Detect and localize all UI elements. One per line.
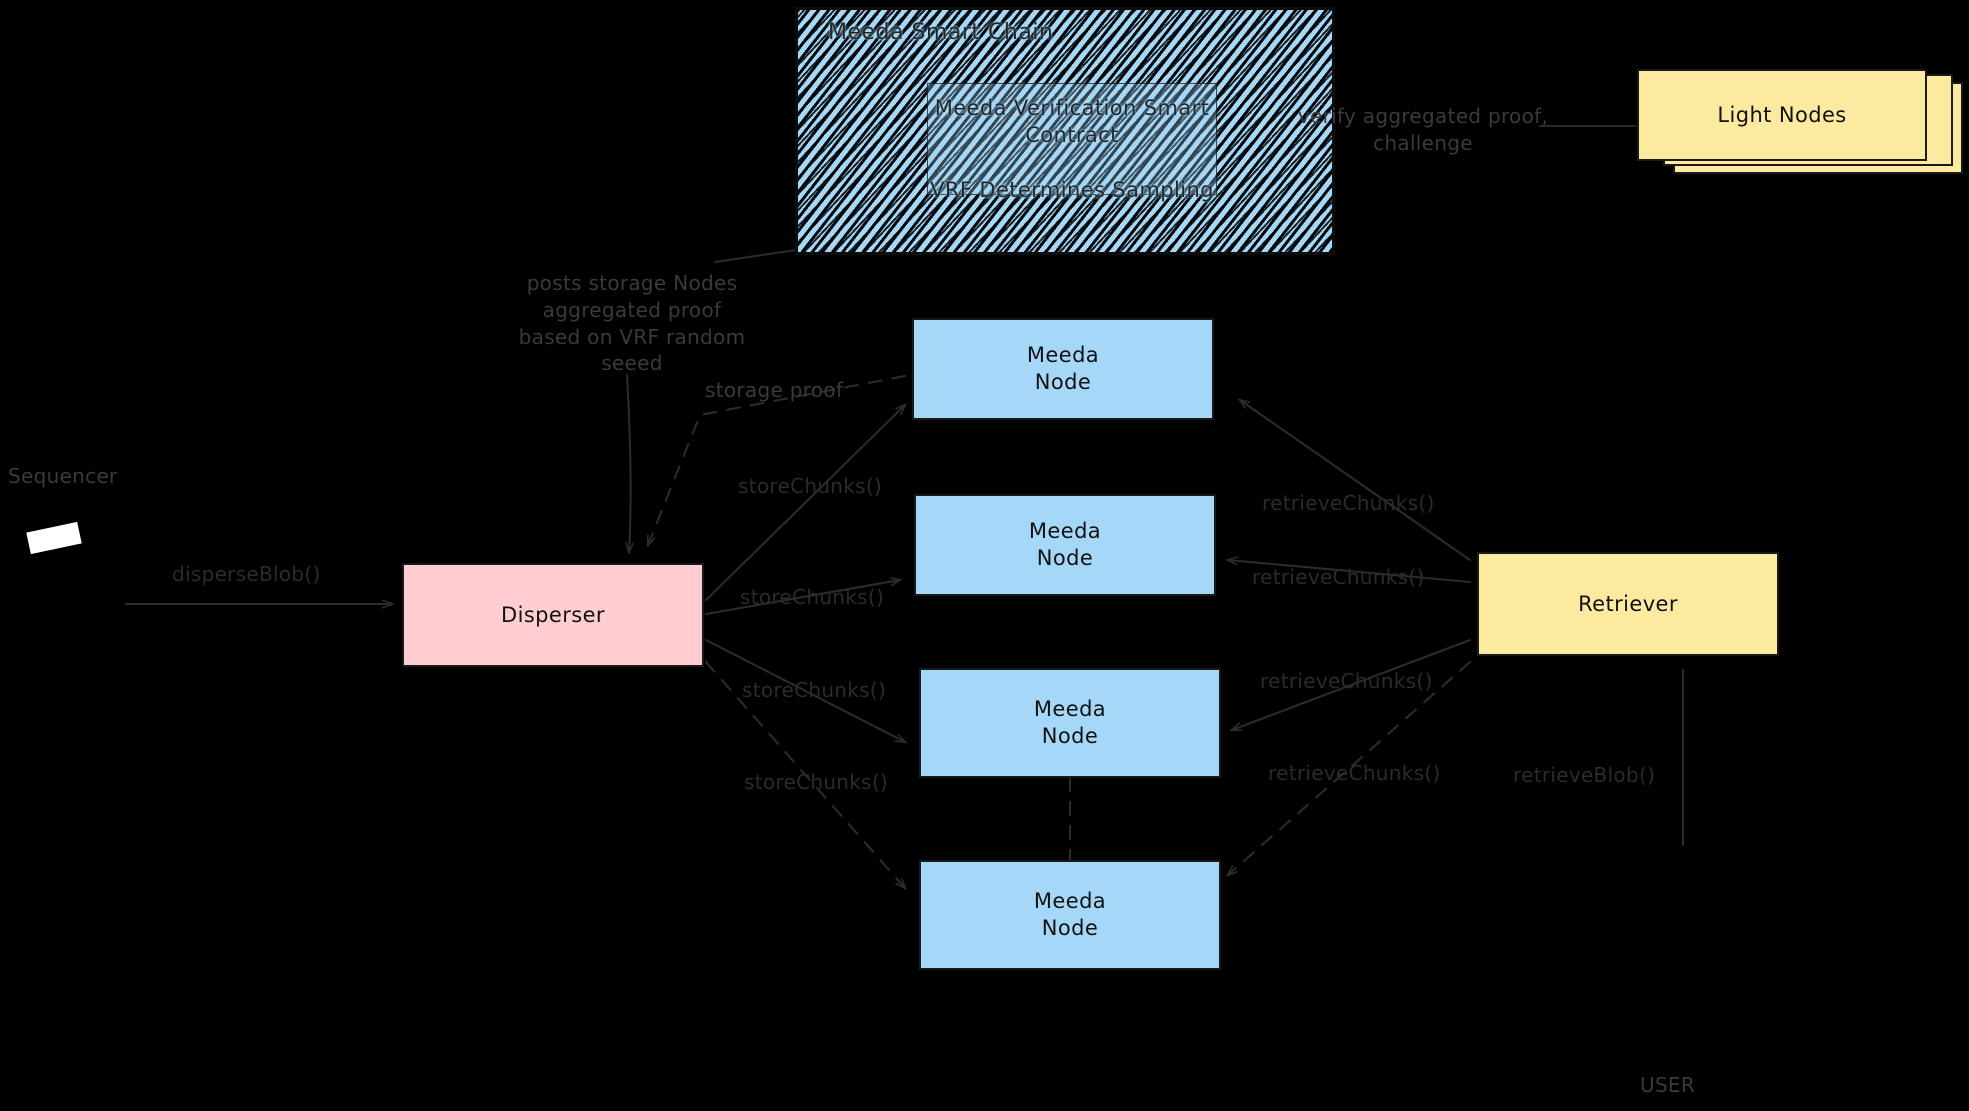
disperse-blob-label: disperseBlob()	[172, 562, 321, 586]
edge-chain-to-disperser-tail	[713, 248, 798, 264]
retriever-label: Retriever	[1578, 591, 1678, 616]
store-chunks-label-4: storeChunks()	[744, 770, 889, 794]
store-chunks-label-1: storeChunks()	[738, 474, 883, 498]
meeda-node-1[interactable]: Meeda Node	[912, 318, 1214, 420]
retrieve-blob-label: retrieveBlob()	[1513, 763, 1656, 787]
meeda-node-3-label: Meeda Node	[1033, 697, 1107, 748]
light-nodes-label: Light Nodes	[1717, 102, 1847, 127]
meeda-smart-chain-container	[795, 7, 1335, 255]
posts-storage-nodes-label: posts storage Nodes aggregated proof bas…	[518, 271, 746, 376]
meeda-node-2-label: Meeda Node	[1028, 519, 1102, 570]
retrieve-chunks-label-3: retrieveChunks()	[1260, 669, 1433, 693]
store-chunks-label-2: storeChunks()	[740, 585, 885, 609]
light-nodes-box[interactable]: Light Nodes	[1637, 69, 1927, 161]
edge-retrieve-chunks-1	[1240, 400, 1472, 562]
retrieve-chunks-label-4: retrieveChunks()	[1268, 761, 1441, 785]
retrieve-chunks-label-1: retrieveChunks()	[1262, 491, 1435, 515]
storage-proof-label: storage proof	[705, 378, 844, 402]
user-label: USER	[1640, 1073, 1696, 1097]
smart-chain-title: Meeda Smart Chain	[828, 20, 1054, 45]
edge-posts-storage-nodes	[627, 373, 631, 552]
verification-contract-text: Meeda Verification Smart Contract VRF De…	[930, 96, 1214, 202]
sequencer-label: Sequencer	[8, 464, 118, 488]
meeda-node-2[interactable]: Meeda Node	[914, 494, 1216, 596]
meeda-verification-contract-box	[927, 83, 1217, 195]
meeda-node-4-label: Meeda Node	[1033, 889, 1107, 940]
disperser-box[interactable]: Disperser	[402, 563, 704, 667]
verify-aggregated-proof-label: verify aggregated proof, challenge	[1297, 104, 1549, 155]
store-chunks-label-3: storeChunks()	[742, 678, 887, 702]
disperser-label: Disperser	[501, 602, 605, 627]
meeda-node-3[interactable]: Meeda Node	[919, 668, 1221, 778]
meeda-node-4[interactable]: Meeda Node	[919, 860, 1221, 970]
retrieve-chunks-label-2: retrieveChunks()	[1252, 565, 1425, 589]
retriever-box[interactable]: Retriever	[1477, 552, 1779, 656]
sequencer-glyph	[26, 521, 82, 555]
meeda-node-1-label: Meeda Node	[1026, 343, 1100, 394]
edge-store-chunks-1	[704, 405, 905, 602]
